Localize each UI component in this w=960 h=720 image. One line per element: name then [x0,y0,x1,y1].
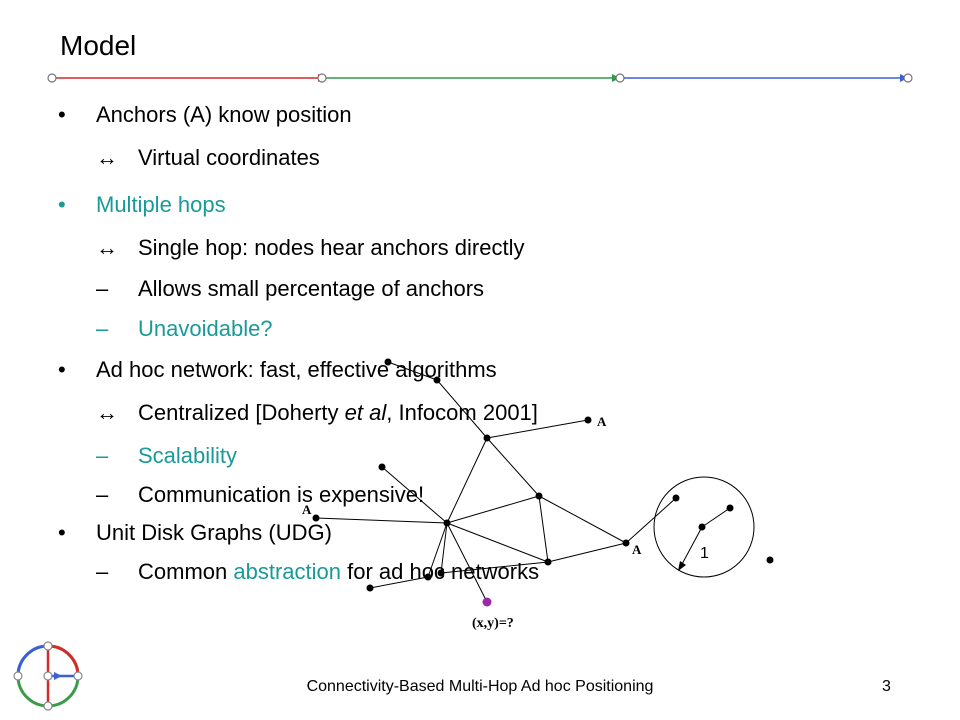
underline-node-1 [317,73,327,83]
edge [436,379,488,439]
edge [486,437,540,497]
footer-title: Connectivity-Based Multi-Hop Ad hoc Posi… [306,678,654,695]
underline-node-end [903,73,913,83]
network-node [366,584,374,592]
unknown-position-node [482,597,492,607]
network-node [312,514,320,522]
bullet-text: Unit Disk Graphs (UDG) [96,520,332,545]
edge [315,517,448,524]
network-node [424,573,432,581]
sub-bullet-text: Single hop: nodes hear anchors directly [138,235,525,260]
sub-bullet-marker: – [96,482,109,507]
network-node [544,558,552,566]
sub-bullet: – Scalability [96,443,237,469]
network-node [535,492,543,500]
anchor-label: A [597,414,607,429]
bullet-marker: • [58,192,66,217]
network-node [672,494,680,502]
network-node [622,539,630,547]
bullet-marker: • [58,520,66,545]
bullet-marker: • [58,102,66,127]
network-node [726,504,734,512]
edge [446,437,488,524]
sub-bullet-marker: – [96,316,109,341]
sub-bullet-marker: ↔ [96,400,118,425]
network-node [384,358,392,366]
network-node [378,463,386,471]
sub-bullet-text: Centralized [Doherty [138,400,345,425]
edge [369,576,429,589]
sub-bullet-marker: – [96,559,109,584]
sub-bullet-text: Virtual coordinates [138,145,320,170]
edge [440,561,549,574]
sub-bullet: ↔ Single hop: nodes hear anchors directly [96,235,524,261]
title-underline [47,73,913,83]
edge [625,497,677,544]
edge [387,361,438,381]
sub-bullet-text: Unavoidable? [138,316,273,341]
bullet-text: Anchors (A) know position [96,102,352,127]
network-node [698,523,706,531]
sub-bullet-text: Common [138,559,234,584]
anchor-label: A [302,502,312,517]
page-number: 3 [882,678,891,695]
edge [440,522,448,574]
unit-disk-radius [680,526,703,567]
network-node [483,434,491,442]
network-node [433,376,441,384]
sub-bullet-marker: – [96,443,109,468]
unit-disk-radius-label: 1 [700,545,709,562]
edge [547,542,627,563]
network-nodes [312,358,774,592]
slide-title: Model [60,30,137,61]
sub-bullet: ↔ Centralized [Doherty et al, Infocom 200… [96,400,538,426]
sub-bullet-text: abstraction [233,559,341,584]
sub-bullet: ↔ Virtual coordinates [96,145,320,171]
bullet-text: Multiple hops [96,192,226,217]
sub-bullet-marker: ↔ [96,235,118,260]
underline-node-2 [615,73,625,83]
underline-node-start [47,73,57,83]
edge [701,507,731,528]
edge [381,466,448,524]
anchor-label: A [632,542,642,557]
sub-bullet-marker: – [96,276,109,301]
sub-bullet-marker: ↔ [96,145,118,170]
network-node [584,416,592,424]
sub-bullet-text: et al [344,400,387,425]
sub-bullet: – Communication is expensive! [96,482,424,508]
network-node [437,569,445,577]
edge [446,522,488,603]
sub-bullet: – Allows small percentage of anchors [96,276,484,302]
network-node [443,519,451,527]
sub-bullet-text: Scalability [138,443,238,468]
edge [446,495,540,524]
sub-bullet-text: Allows small percentage of anchors [138,276,485,301]
network-edges [315,361,731,603]
sub-bullet: – Unavoidable? [96,316,273,342]
network-node [766,556,774,564]
edge [538,495,627,544]
sub-bullet-text: , Infocom 2001] [386,400,538,425]
edge [486,419,589,439]
unit-disk-radius-arrow [678,561,686,571]
unit-disk-circle [653,476,755,578]
sub-bullet-text: Communication is expensive! [138,482,425,507]
bullet-marker: • [58,357,66,382]
edge [427,522,448,578]
edge [446,522,549,563]
logo-icon [13,641,83,711]
edge [538,495,549,563]
unknown-position-label: (x,y)=? [472,616,514,631]
